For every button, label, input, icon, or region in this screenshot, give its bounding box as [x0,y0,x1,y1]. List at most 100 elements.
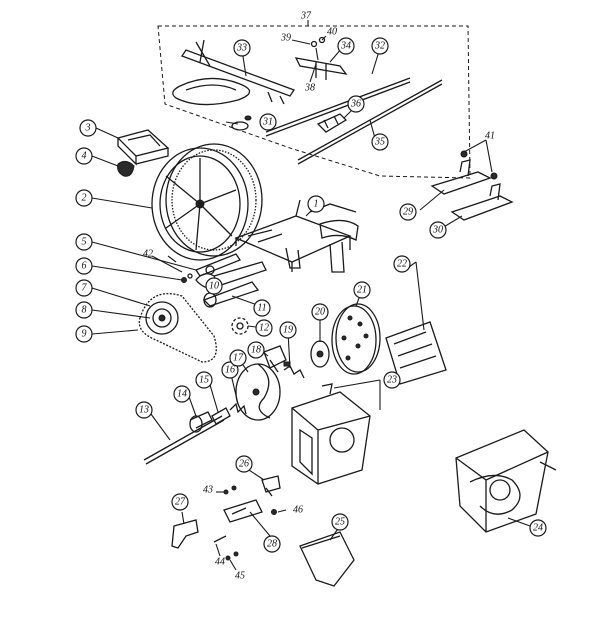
part-23-housing [291,383,371,485]
part-1-frame [234,199,359,273]
svg-text:22: 22 [397,259,407,270]
part-29-bracket [430,150,492,195]
svg-text:3: 3 [85,123,91,134]
callout-10: 10 [205,277,223,295]
callout-8: 8 [75,301,93,319]
part-19-spring [283,361,305,379]
callout-11: 11 [253,299,271,317]
plain-labels: 37 38 39 40 41 42 43 44 45 46 [143,11,495,582]
part-8-sprocket [145,301,179,335]
label-38: 38 [304,83,315,94]
svg-text:28: 28 [267,539,277,550]
callout-13: 13 [135,401,153,419]
callout-24: 24 [529,519,547,537]
part-25-cover [299,531,355,587]
svg-text:26: 26 [239,459,249,470]
part-27-lever [171,519,199,549]
label-41: 41 [485,131,495,142]
callout-22: 22 [393,255,411,273]
callout-4: 4 [75,147,93,165]
part-5-link [195,253,241,277]
callout-29: 29 [399,203,417,221]
svg-text:36: 36 [350,99,361,110]
part-26-clip [261,475,281,497]
part-16-spring [229,402,247,415]
label-39: 39 [280,33,291,44]
part-17-disc [235,363,281,421]
svg-text:4: 4 [82,151,87,162]
part-31-nut [231,115,252,131]
svg-text:5: 5 [82,237,87,248]
svg-text:35: 35 [374,137,385,148]
part-10-shaft [195,261,267,289]
part-20-hub [310,340,330,368]
part-6-pin [181,273,193,283]
svg-text:12: 12 [259,323,269,334]
callout-34: 34 [337,37,355,55]
callout-28: 28 [263,535,281,553]
svg-text:34: 34 [340,41,351,52]
svg-text:6: 6 [82,261,87,272]
callout-35: 35 [371,133,389,151]
label-43: 43 [203,485,213,496]
svg-text:10: 10 [209,281,219,292]
part-22-plate [385,321,447,385]
part-2-wheel [151,143,263,261]
callout-33: 33 [233,39,251,57]
part-24-housing [455,429,557,533]
svg-text:18: 18 [251,345,261,356]
svg-text:32: 32 [374,41,385,52]
callout-23: 23 [383,371,401,389]
label-46: 46 [293,505,303,516]
svg-text:33: 33 [236,43,247,54]
svg-text:31: 31 [262,117,273,128]
svg-text:7: 7 [82,283,88,294]
callout-7: 7 [75,279,93,297]
svg-text:1: 1 [314,199,319,210]
label-40: 40 [327,27,337,38]
label-44: 44 [215,557,225,568]
label-45: 45 [235,571,245,582]
svg-text:24: 24 [533,523,543,534]
svg-text:9: 9 [82,329,87,340]
callout-25: 25 [331,513,349,531]
svg-text:21: 21 [357,285,367,296]
svg-text:19: 19 [283,325,293,336]
part-13-axle [143,415,225,465]
part-33-tool [172,39,295,106]
callout-21: 21 [353,281,371,299]
callout-5: 5 [75,233,93,251]
part-12-gear [231,317,249,335]
svg-text:11: 11 [257,303,266,314]
svg-text:30: 30 [432,225,443,236]
callout-15: 15 [195,371,213,389]
parts-43-46-screws [213,485,277,561]
callout-9: 9 [75,325,93,343]
callout-31: 31 [259,113,277,131]
callout-20: 20 [311,303,329,321]
accessory-kit-outline [157,25,471,179]
callout-1: 1 [307,195,325,213]
callout-32: 32 [371,37,389,55]
svg-text:13: 13 [139,405,149,416]
callout-14: 14 [173,385,191,403]
callout-36: 36 [347,95,365,113]
svg-text:14: 14 [177,389,187,400]
part-30-bracket [450,172,514,221]
callout-2: 2 [75,189,93,207]
part-18-bracket [263,345,287,373]
part-34-bracket [294,36,348,80]
callout-12: 12 [255,319,273,337]
part-28-lever [223,499,263,523]
callout-17: 17 [229,349,247,367]
part-9-chain [138,292,217,363]
part-15-bushing [211,407,231,425]
callout-3: 3 [79,119,97,137]
callout-26: 26 [235,455,253,473]
part-4-clip [117,160,135,177]
callout-19: 19 [279,321,297,339]
svg-text:16: 16 [225,365,235,376]
svg-text:29: 29 [403,207,413,218]
callout-18: 18 [247,341,265,359]
